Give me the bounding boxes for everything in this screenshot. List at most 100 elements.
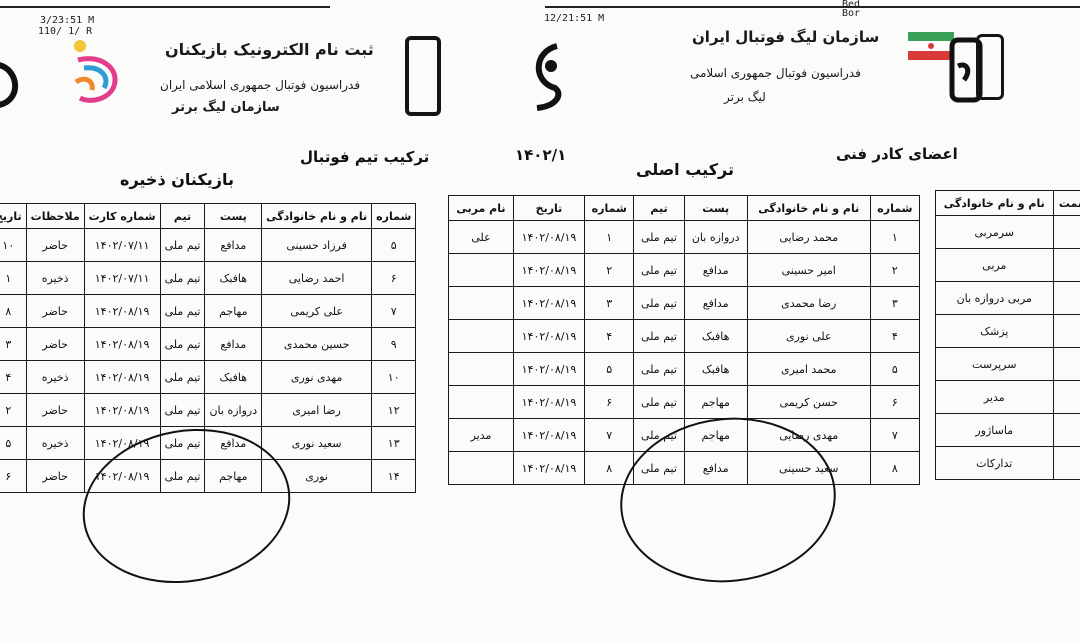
table-cell: [448, 253, 514, 287]
table-cell: ۱۴۰۲/۰۷/۱۱: [83, 261, 161, 295]
left-org-sub2: سازمان لیگ برتر: [172, 100, 280, 115]
table-row: تدارکات: [935, 446, 1080, 480]
partial-emblem-icon: [0, 62, 19, 108]
table-cell: ۳: [869, 286, 921, 320]
table-cell: تیم ملی: [633, 319, 685, 353]
table-cell: هافبک: [683, 319, 748, 353]
header-cell: تیم: [159, 203, 206, 229]
league-logo-icon: [405, 36, 441, 116]
table-cell: حاضر: [25, 459, 85, 493]
header-cell: تاریخ: [512, 195, 586, 221]
table-cell: مدیر: [935, 380, 1054, 414]
table-cell: ۶: [584, 385, 635, 419]
header-cell: نام و نام خانوادگی: [746, 195, 871, 221]
table-cell: رضا امیری: [261, 393, 373, 427]
table-cell: ماساژور: [935, 413, 1054, 447]
table-cell: هافبک: [204, 360, 263, 394]
table-cell: تیم ملی: [633, 385, 685, 419]
table-cell: [448, 286, 514, 320]
table-cell: [1052, 314, 1080, 348]
table-header-row: شماره نام و نام خانوادگی پست تیم شماره ک…: [0, 203, 417, 229]
table-cell: رضا محمدی: [746, 286, 871, 320]
table-row: پزشک: [935, 314, 1080, 348]
table-cell: علی کریمی: [261, 294, 373, 328]
table-cell: تیم ملی: [633, 286, 685, 320]
top-rule-left: [0, 6, 330, 8]
table-cell: فرزاد حسینی: [261, 228, 373, 262]
center-section-code: ۱۴۰۲/۱: [515, 146, 567, 164]
header-cell: نام و نام خانوادگی: [935, 190, 1054, 216]
table-cell: ۱۴۰۲/۰۸/۱۹: [512, 451, 586, 485]
table-cell: ۱۴: [371, 459, 417, 493]
right-org-title: سازمان لیگ فوتبال ایران: [692, 28, 880, 46]
table-cell: تدارکات: [935, 446, 1054, 480]
table-cell: [1052, 380, 1080, 414]
table-cell: مدافع: [204, 228, 263, 262]
table-header-row: سمت نام و نام خانوادگی: [935, 190, 1080, 216]
header-cell: پست: [204, 203, 263, 229]
table-cell: مهاجم: [204, 459, 263, 493]
table-cell: تیم ملی: [633, 352, 685, 386]
left-org-sub1: فدراسیون فوتبال جمهوری اسلامی ایران: [160, 78, 361, 92]
right-org-sub2: لیگ برتر: [724, 90, 766, 104]
table-cell: ۷: [869, 418, 921, 452]
table-row: مربی: [935, 248, 1080, 282]
flag-icon: [908, 32, 954, 60]
table-cell: ۴: [0, 360, 27, 394]
stamp-right-top: Bed: [842, 0, 861, 10]
table-cell: ذخیره: [25, 261, 85, 295]
table-cell: ذخیره: [25, 426, 85, 460]
table-cell: ۸: [869, 451, 921, 485]
header-cell: شماره: [869, 195, 921, 221]
table-cell: هافبک: [204, 261, 263, 295]
table-cell: ۷: [584, 418, 635, 452]
table-cell: ۲: [0, 393, 27, 427]
table-cell: [448, 319, 514, 353]
top-rule-right: [545, 6, 1080, 8]
table-cell: [448, 385, 514, 419]
table-row: سرمربی: [935, 215, 1080, 249]
table-cell: دروازه بان: [204, 393, 263, 427]
table-cell: ۱۰: [371, 360, 417, 394]
left-org-title: ثبت نام الکترونیک بازیکنان: [165, 40, 374, 59]
table-cell: [1052, 347, 1080, 381]
table-cell: مهاجم: [204, 294, 263, 328]
table-row: مربی دروازه بان: [935, 281, 1080, 315]
table-cell: ۴: [584, 319, 635, 353]
table-cell: مهاجم: [683, 385, 748, 419]
table-cell: ۱: [869, 220, 921, 254]
table-cell: تیم ملی: [159, 360, 206, 394]
table-cell: تیم ملی: [159, 294, 206, 328]
stamp-left-time: 3/23:51 M: [40, 15, 95, 26]
table-row: سرپرست: [935, 347, 1080, 381]
table-cell: محمد رضایی: [746, 220, 871, 254]
table-cell: حاضر: [25, 393, 85, 427]
table-cell: سرمربی: [935, 215, 1054, 249]
table-cell: ۵: [371, 228, 417, 262]
table-cell: سعید حسینی: [746, 451, 871, 485]
stamp-right-sub: Bor: [842, 8, 861, 19]
table-cell: ۳: [0, 327, 27, 361]
header-cell: تاریخ: [0, 203, 27, 229]
table-cell: ۱۴۰۲/۰۷/۱۱: [83, 228, 161, 262]
table-header-row: شماره نام و نام خانوادگی پست تیم شماره ت…: [448, 195, 921, 221]
table-cell: حاضر: [25, 228, 85, 262]
table-cell: ۲: [584, 253, 635, 287]
table-cell: مدافع: [204, 426, 263, 460]
table-cell: تیم ملی: [159, 426, 206, 460]
table-cell: ۱: [584, 220, 635, 254]
left-players-table: شماره نام و نام خانوادگی پست تیم شماره ک…: [0, 203, 417, 493]
table-cell: ۴: [869, 319, 921, 353]
table-cell: تیم ملی: [633, 418, 685, 452]
table-cell: ۵: [869, 352, 921, 386]
